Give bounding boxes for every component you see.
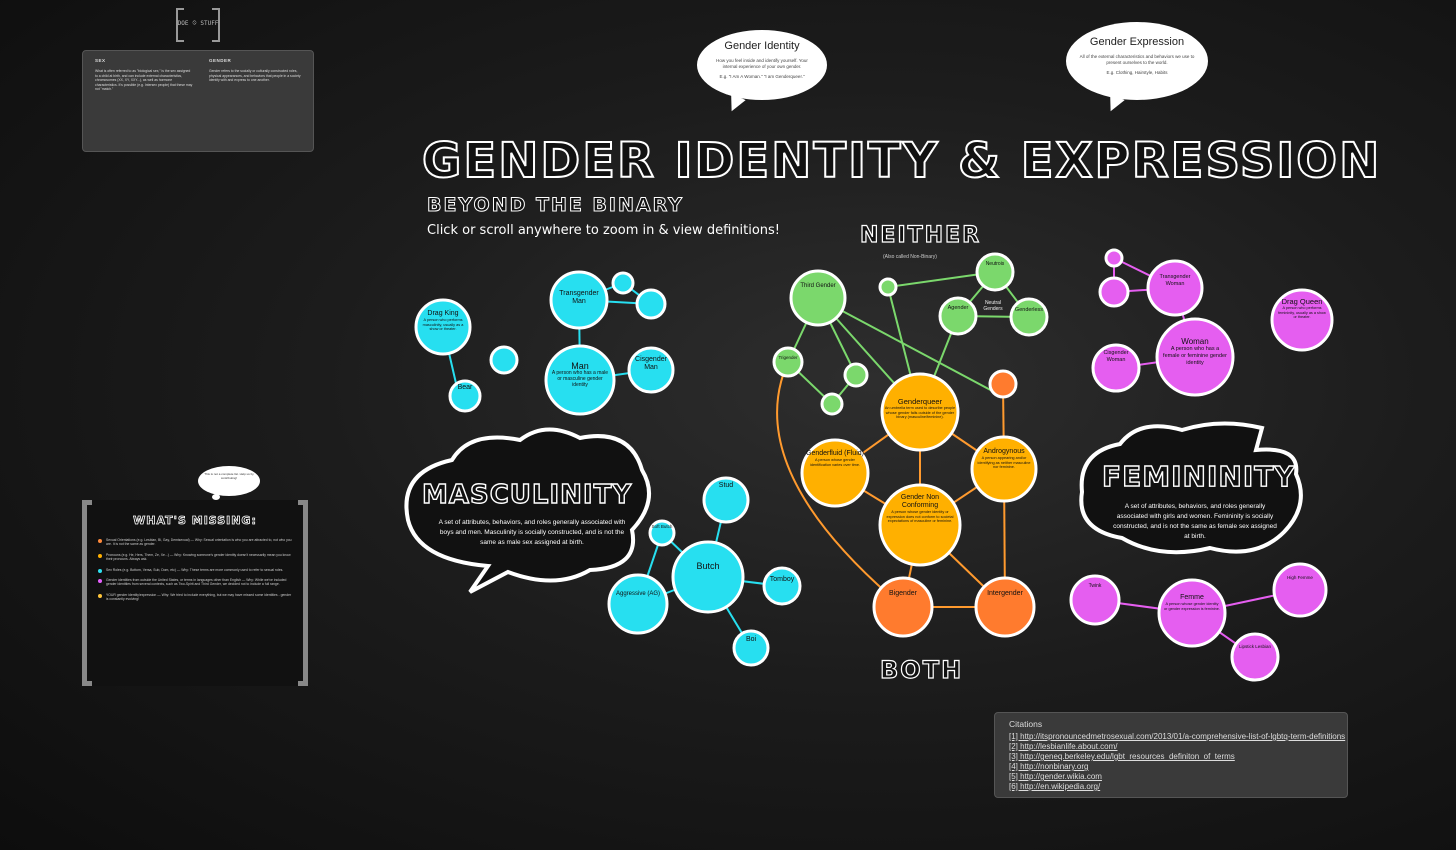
node-small-6[interactable] [878,277,898,297]
gender-identity-desc: How you feel inside and identify yoursel… [716,58,808,69]
missing-thought-bubble: This is not a complete list. Help us by … [198,466,260,496]
masculinity-definition: A set of attributes, behaviors, and role… [438,519,626,546]
sex-column: SEX What is often referred to as "biolog… [95,58,193,92]
node-aggressive[interactable] [607,573,669,635]
citation-link[interactable]: [5] http://gender.wikia.com [1009,772,1102,781]
node-transgender-woman[interactable] [1146,259,1204,317]
node-gender-nonconforming[interactable] [878,483,962,567]
gender-expression-bubble[interactable]: Gender Expression All of the external ch… [1066,22,1208,100]
sex-text: What is often referred to as "biological… [95,69,193,92]
node-femme[interactable] [1157,578,1227,648]
gender-expression-example: E.g. Clothing, Hairstyle, Habits [1106,70,1168,75]
node-small-2[interactable] [611,271,635,295]
masculinity-label: MASCULINITY [421,479,633,510]
gender-identity-example: E.g. "I Am A Woman." "I am Genderqueer." [719,74,805,79]
femininity-cloud [1079,421,1303,555]
missing-item: Sexual Orientations (e.g. Lesbian, Bi, G… [98,538,294,547]
node-bear[interactable] [448,379,482,413]
node-boi[interactable] [732,629,770,667]
node-high-femme[interactable] [1272,562,1328,618]
missing-thought-text: This is not a complete list. Help us by … [204,472,254,480]
whats-missing-panel[interactable]: WHAT'S MISSING: Sexual Orientations (e.g… [82,500,308,686]
both-nodes [800,369,1038,638]
missing-item: Sex Roles (e.g. Bottom, Versa, Sub, Dom,… [98,568,294,573]
citation-link[interactable]: [4] http://nonbinary.org [1009,762,1089,771]
node-small-3[interactable] [635,288,667,320]
node-small-1[interactable] [489,345,519,375]
missing-item: Pronouns (e.g. He, Hers, Them, Ze, Xe...… [98,553,294,562]
node-butch[interactable] [671,540,745,614]
logo-left: DOE [177,19,189,27]
thought-dot [212,494,220,500]
node-small-8[interactable] [1104,248,1124,268]
gender-identity-bubble[interactable]: Gender Identity How you feel inside and … [697,30,827,100]
logo-right: STUFF [200,19,219,27]
citation-link[interactable]: [1] http://itspronouncedmetrosexual.com/… [1009,732,1346,741]
node-bigender[interactable] [872,576,934,638]
node-tomboy[interactable] [762,566,802,606]
missing-item: YOUR gender identity/expression — Why: W… [98,593,294,602]
whats-missing-list: Sexual Orientations (e.g. Lesbian, Bi, G… [98,538,294,608]
node-trigender[interactable] [772,346,804,378]
masculine-nodes [414,270,802,667]
node-drag-king[interactable] [414,298,472,356]
both-label: BOTH [879,655,964,684]
neither-nodes [772,252,1049,416]
prezi-logo: DOE ⦸ STUFF [176,8,220,42]
node-neutrois[interactable] [975,252,1015,292]
bullet-icon [98,539,102,543]
feminine-nodes [1069,248,1334,682]
node-cisgender-man[interactable] [627,346,675,394]
node-agender[interactable] [938,296,978,336]
node-drag-queen[interactable] [1270,288,1334,352]
missing-item: Gender identities from outside the Unite… [98,578,294,587]
page-subtitle: BEYOND THE BINARY [427,194,684,217]
citations-panel[interactable]: Citations [1] http://itspronouncedmetros… [994,712,1348,798]
gender-expression-title: Gender Expression [1089,36,1185,48]
node-woman[interactable] [1155,317,1235,397]
node-small-9[interactable] [1098,276,1130,308]
node-third-gender[interactable] [789,269,847,327]
node-soft-butch[interactable] [648,519,676,547]
node-stud[interactable] [702,476,750,524]
bullet-icon [98,553,102,558]
neither-sublabel: (Also called Non-Binary) [883,254,937,260]
node-transgender-man[interactable] [549,270,609,330]
node-lipstick-lesbian[interactable] [1230,632,1280,682]
gender-column: GENDER Gender refers to the socially or … [209,58,307,83]
neither-label: NEITHER [859,222,982,248]
gender-expression-desc: All of the external characteristics and … [1079,54,1195,65]
page-title: GENDER IDENTITY & EXPRESSION [421,132,1382,190]
node-genderqueer[interactable] [880,372,960,452]
no-symbol-icon: ⦸ [192,19,197,26]
masculinity-cloud [404,427,651,594]
citations-title: Citations [1009,719,1043,729]
node-twink[interactable] [1069,574,1121,626]
femininity-definition: A set of attributes, behaviors, and role… [1113,503,1277,540]
node-genderless[interactable] [1009,297,1049,337]
node-small-5[interactable] [820,392,844,416]
whats-missing-title: WHAT'S MISSING: [133,514,257,528]
gender-heading: GENDER [209,58,232,63]
gender-identity-title: Gender Identity [724,40,800,52]
citation-link[interactable]: [3] http://geneq.berkeley.edu/lgbt_resou… [1009,752,1235,761]
sex-gender-panel[interactable]: SEX What is often referred to as "biolog… [82,50,314,152]
node-cisgender-woman[interactable] [1091,343,1141,393]
citation-link[interactable]: [6] http://en.wikipedia.org/ [1009,782,1101,791]
bullet-icon [98,568,102,573]
bullet-icon [98,579,102,584]
bullet-icon [98,593,102,598]
node-genderfluid[interactable] [800,438,870,508]
zoom-hint: Click or scroll anywhere to zoom in & vi… [427,223,780,238]
node-man[interactable] [544,344,616,416]
node-small-7[interactable] [988,369,1018,399]
node-small-4[interactable] [843,362,869,388]
node-intergender[interactable] [974,576,1036,638]
sex-heading: SEX [95,58,106,63]
femininity-label: FEMININITY [1101,459,1296,493]
gender-text: Gender refers to the socially or cultura… [209,69,301,83]
citation-link[interactable]: [2] http://lesbianlife.about.com/ [1009,742,1118,751]
node-androgynous[interactable] [970,435,1038,503]
